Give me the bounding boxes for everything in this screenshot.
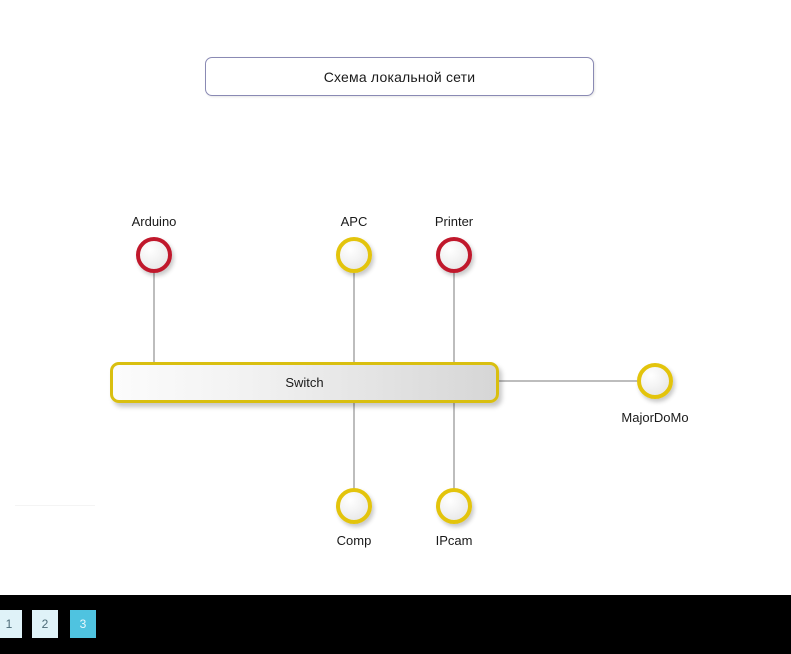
node-label-majordomo: MajorDoMo	[621, 410, 689, 425]
page-button-1[interactable]: 1	[0, 610, 22, 638]
page-title: Схема локальной сети	[323, 68, 476, 85]
diagram-title-box: Схема локальной сети	[205, 57, 594, 96]
node-label-ipcam: IPcam	[435, 533, 473, 548]
node-circle-apc[interactable]	[336, 237, 372, 273]
page-button-2[interactable]: 2	[32, 610, 58, 638]
node-circle-ipcam[interactable]	[436, 488, 472, 524]
faint-divider	[15, 505, 95, 506]
node-label-apc: APC	[340, 214, 368, 229]
bottom-toolbar: 1 2 3	[0, 595, 791, 654]
node-label-arduino: Arduino	[131, 214, 177, 229]
node-label-switch: Switch	[285, 375, 324, 390]
diagram-canvas: Схема локальной сети Arduino APC Printer…	[15, 57, 689, 548]
node-switch[interactable]: Switch	[110, 362, 499, 403]
node-label-printer: Printer	[434, 214, 474, 229]
connection-edges	[153, 273, 637, 490]
node-label-comp: Comp	[336, 533, 372, 548]
node-circle-arduino[interactable]	[136, 237, 172, 273]
node-circle-comp[interactable]	[336, 488, 372, 524]
node-circle-printer[interactable]	[436, 237, 472, 273]
node-circle-majordomo[interactable]	[637, 363, 673, 399]
page-button-3[interactable]: 3	[70, 610, 96, 638]
